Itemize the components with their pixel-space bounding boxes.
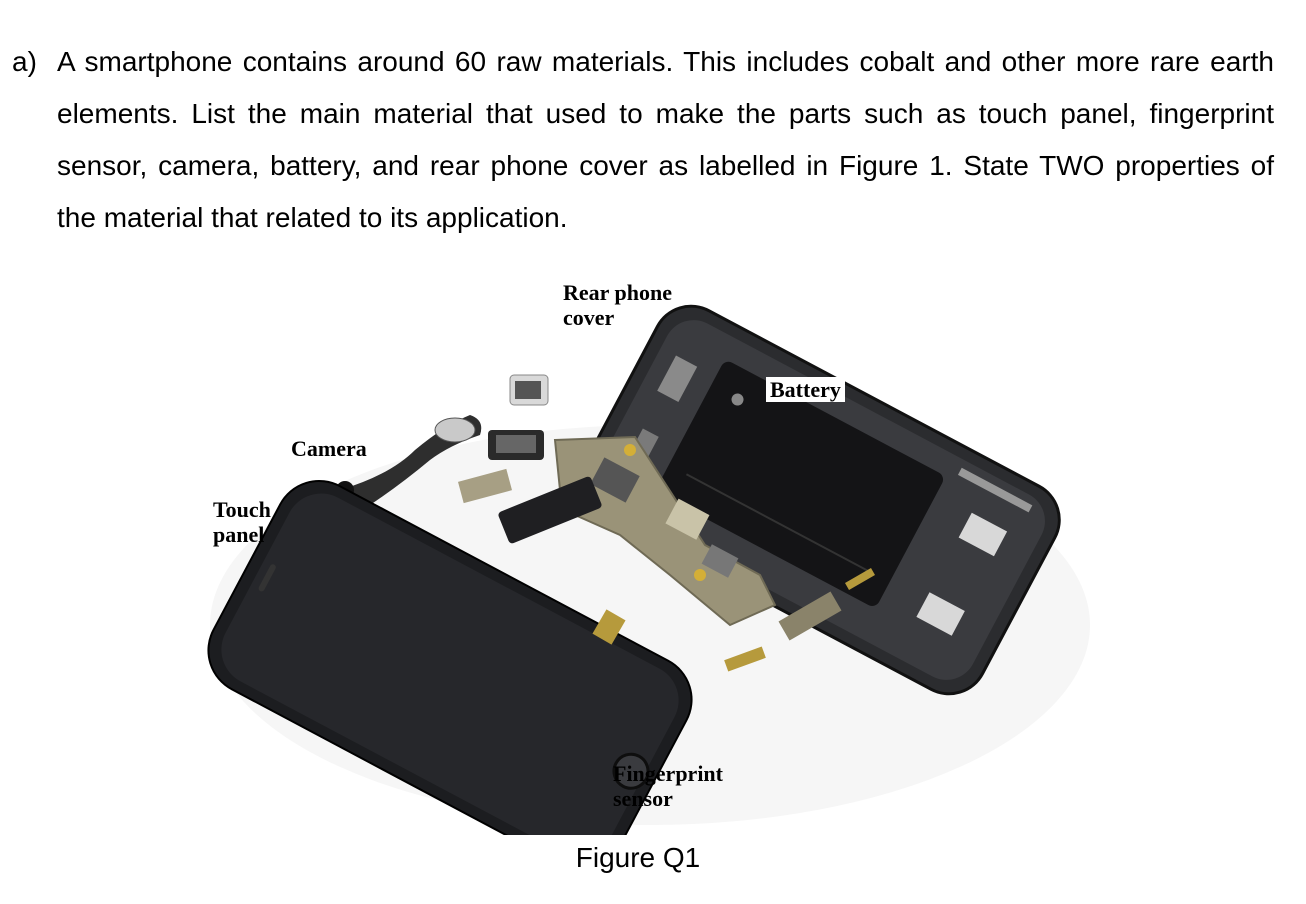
home-button [612, 752, 650, 790]
antenna-part [724, 646, 766, 672]
lightning-connector [778, 591, 842, 641]
figure-caption: Figure Q1 [575, 842, 701, 873]
label-camera: Camera [291, 436, 367, 461]
teardown-illustration [207, 304, 1090, 871]
question-block: a) A smartphone contains around 60 raw m… [12, 36, 1274, 244]
question-text-container: A smartphone contains around 60 raw mate… [57, 36, 1274, 244]
question-marker: a) [12, 46, 37, 77]
small-board [458, 468, 512, 504]
question-text: A smartphone contains around 60 raw mate… [57, 46, 1274, 233]
label-battery: Battery [766, 377, 845, 402]
taptic-engine [498, 476, 602, 544]
battery-cell [657, 361, 944, 606]
display-flex [592, 609, 626, 645]
display-assembly [207, 479, 693, 871]
logic-board [553, 435, 777, 627]
